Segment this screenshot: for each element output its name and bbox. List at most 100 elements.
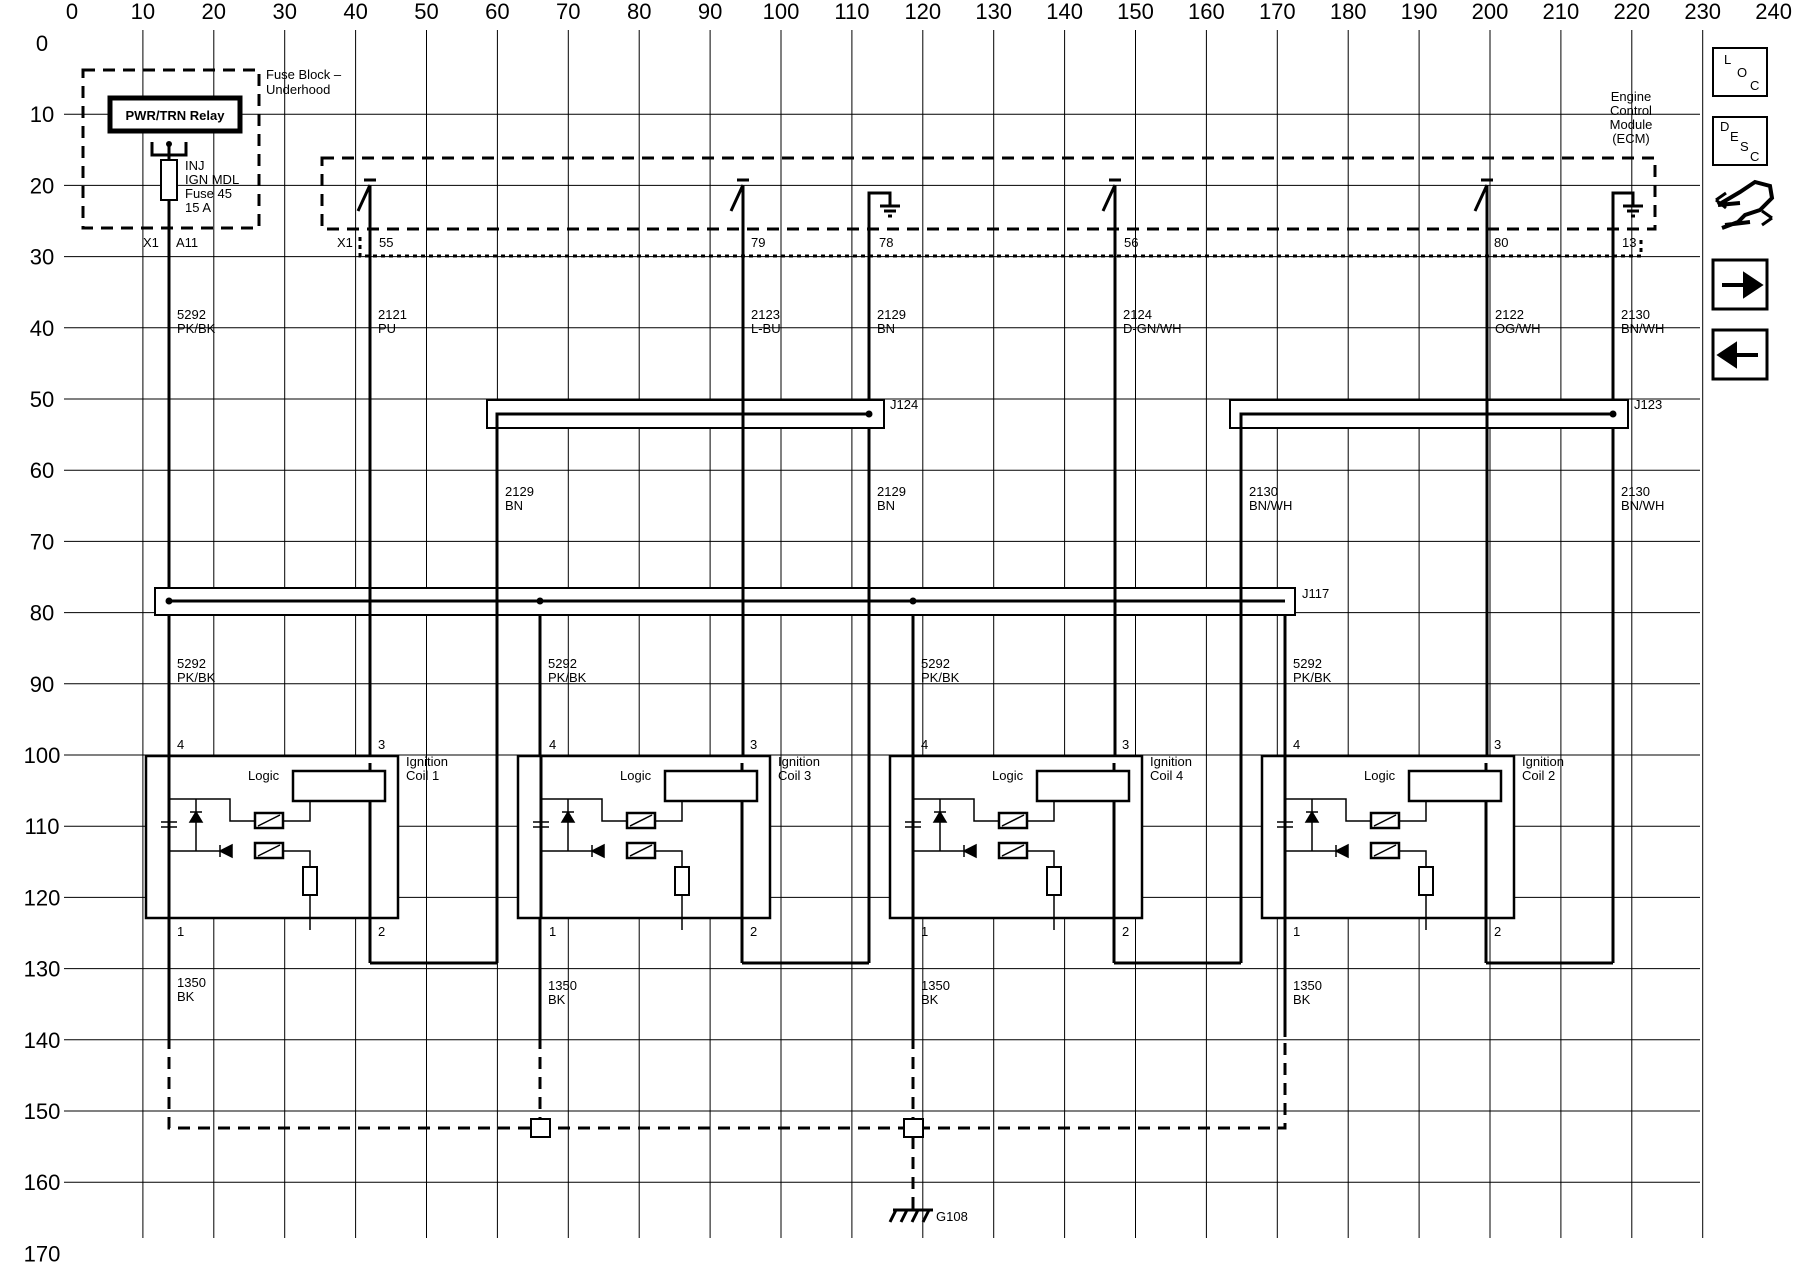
y-tick-label: 130 <box>24 957 61 982</box>
y-tick-label: 10 <box>30 102 54 127</box>
y-tick-label: 90 <box>30 672 54 697</box>
coil-pin-4: 4 <box>549 737 556 752</box>
coil-logic-label: Logic <box>620 768 652 783</box>
x-tick-label: 120 <box>904 0 941 24</box>
wire-labels-pk: 5292 PK/BK 5292 PK/BK 5292 PK/BK 5292 PK… <box>177 656 1332 685</box>
fuse-block-outline <box>81 68 261 230</box>
ecm-conn-x1: X1 <box>337 235 353 250</box>
coil-pin-2: 2 <box>1494 924 1501 939</box>
wire-label-num: 2122 <box>1495 307 1524 322</box>
x-tick-label: 190 <box>1401 0 1438 24</box>
wire-label-color: BN/WH <box>1621 321 1664 336</box>
splice-j117: J117 <box>154 586 1329 616</box>
fuse-45-symbol <box>160 159 178 201</box>
wire-label-num: 5292 <box>1293 656 1322 671</box>
coil-pin-3: 3 <box>1494 737 1501 752</box>
x-tick-label: 60 <box>485 0 509 24</box>
wire-label-color: L-BU <box>751 321 781 336</box>
coil-pin-4: 4 <box>921 737 928 752</box>
y-tick-label: 140 <box>24 1028 61 1053</box>
x-tick-label: 10 <box>131 0 155 24</box>
y-tick-label: 110 <box>24 814 59 839</box>
connector-hands-icon[interactable] <box>1715 179 1775 230</box>
x-tick-label: 160 <box>1188 0 1225 24</box>
coil-pin-4: 4 <box>1293 737 1300 752</box>
x-tick-label: 90 <box>698 0 722 24</box>
nav-loc-button[interactable]: L O C <box>1712 47 1768 97</box>
fuse-block: Fuse Block – Underhood PWR/TRN Relay INJ… <box>81 67 342 250</box>
x-tick-label: 200 <box>1472 0 1509 24</box>
y-tick-label: 50 <box>30 387 54 412</box>
ecm-pin-13: 13 <box>1622 235 1636 250</box>
coil-pin-1: 1 <box>177 924 184 939</box>
arrow-left-icon <box>1716 341 1758 369</box>
ecm-title-3: Module <box>1610 117 1653 132</box>
y-tick-label: 0 <box>36 31 48 56</box>
x-tick-label: 0 <box>66 0 78 24</box>
wire-label-color: BK <box>1293 992 1311 1007</box>
wire-labels-top: 5292 PK/BK 2121 PU 2123 L-BU 2129 BN 212… <box>177 307 1664 336</box>
wire-label-num: 5292 <box>921 656 950 671</box>
fuse-conn-x1: X1 <box>143 235 159 250</box>
coil-pin-3: 3 <box>1122 737 1129 752</box>
coil-title-line1: Ignition <box>1150 754 1192 769</box>
y-tick-label: 30 <box>30 245 54 270</box>
x-tick-label: 170 <box>1259 0 1296 24</box>
coil-logic-label: Logic <box>1364 768 1396 783</box>
ecm-pin-79: 79 <box>751 235 765 250</box>
wire-label-color: PK/BK <box>177 321 216 336</box>
coil-title-line2: Coil 3 <box>778 768 811 783</box>
wire-label-num: 2130 <box>1621 307 1650 322</box>
ground-harness-dashed <box>167 1037 1287 1130</box>
harness-wires <box>167 185 1615 1037</box>
x-tick-label: 180 <box>1330 0 1367 24</box>
splice-j123-label: J123 <box>1634 397 1662 412</box>
splice-j117-label: J117 <box>1302 586 1329 601</box>
ecm-pin-78: 78 <box>879 235 893 250</box>
wire-label-num: 1350 <box>1293 978 1322 993</box>
fuse-conn-a11: A11 <box>176 235 198 250</box>
next-page-button[interactable] <box>1711 258 1769 311</box>
splice-j124: J124 <box>368 397 918 429</box>
ecm-title-1: Engine <box>1611 89 1651 104</box>
fuse-block-title-2: Underhood <box>266 82 330 97</box>
x-tick-label: 220 <box>1613 0 1650 24</box>
wire-label-num: 1350 <box>548 978 577 993</box>
wire-label-num: 5292 <box>177 307 206 322</box>
wire-labels-bk: 1350 BK 1350 BK 1350 BK 1350 BK <box>177 975 1322 1007</box>
ground-g108-label: G108 <box>936 1209 968 1224</box>
x-tick-label: 210 <box>1543 0 1580 24</box>
coil-pin-1: 1 <box>1293 924 1300 939</box>
wire-label-color: PK/BK <box>177 670 216 685</box>
coil-title-line2: Coil 1 <box>406 768 439 783</box>
wire-label-num: 2129 <box>505 484 534 499</box>
y-tick-label: 170 <box>24 1241 61 1264</box>
pwr-trn-relay-label: PWR/TRN Relay <box>126 108 226 123</box>
wire-label-color: PK/BK <box>1293 670 1332 685</box>
nav-desc-button[interactable]: D E S C <box>1712 116 1768 166</box>
splice-j124-label: J124 <box>890 397 918 412</box>
wire-label-num: 2129 <box>877 307 906 322</box>
y-tick-label: 120 <box>24 885 61 910</box>
coil-title-line1: Ignition <box>778 754 820 769</box>
wire-label-color: BN/WH <box>1249 498 1292 513</box>
nav-loc-letter: O <box>1737 65 1747 80</box>
coil-pin-4: 4 <box>177 737 184 752</box>
coil-pin-1: 1 <box>549 924 556 939</box>
previous-page-button[interactable] <box>1711 328 1769 381</box>
wire-label-color: BN <box>877 498 895 513</box>
wire-label-color: BN <box>877 321 895 336</box>
coil-pin-1: 1 <box>921 924 928 939</box>
wire-label-color: OG/WH <box>1495 321 1541 336</box>
ground-connector-1 <box>530 1118 551 1138</box>
x-tick-label: 110 <box>834 0 869 24</box>
y-tick-label: 70 <box>30 529 54 554</box>
x-tick-label: 40 <box>343 0 367 24</box>
wire-label-color: BN/WH <box>1621 498 1664 513</box>
coil-title-line2: Coil 4 <box>1150 768 1183 783</box>
x-tick-label: 50 <box>414 0 438 24</box>
